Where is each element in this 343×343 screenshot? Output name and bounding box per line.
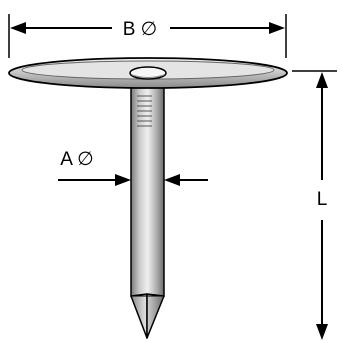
- length-label: L: [317, 189, 328, 210]
- shank-body: [130, 83, 165, 297]
- a-arrowhead-left: [115, 174, 131, 186]
- pointed-tip: [130, 293, 165, 339]
- a-arrowhead-right: [164, 174, 180, 186]
- b-arrowhead-right: [269, 22, 285, 34]
- shank-diameter-label: A ∅: [60, 149, 93, 170]
- washer-head: [8, 57, 288, 89]
- length-dimension: L: [292, 70, 337, 340]
- shank-ridges: [137, 95, 152, 127]
- b-arrowhead-left: [10, 22, 26, 34]
- head-diameter-label: B ∅: [123, 19, 158, 40]
- head-diameter-dimension: B ∅: [8, 14, 287, 58]
- shank: [130, 83, 165, 297]
- center-hole: [129, 66, 167, 80]
- l-arrowhead-bottom: [316, 324, 328, 340]
- shank-diameter-dimension: A ∅: [58, 149, 208, 186]
- l-arrowhead-top: [316, 72, 328, 88]
